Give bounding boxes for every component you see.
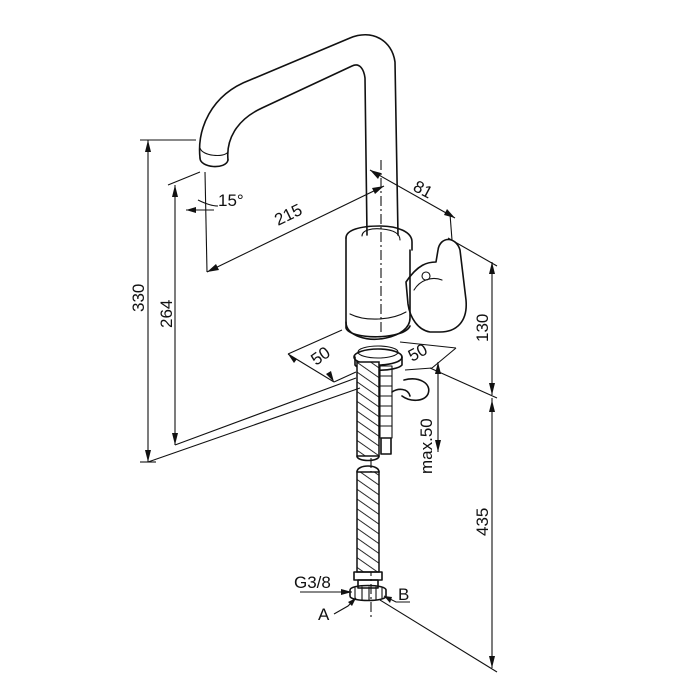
label-264: 264 <box>157 300 176 328</box>
label-215: 215 <box>271 200 305 230</box>
faucet-body <box>345 225 413 340</box>
dim-215 <box>206 185 385 273</box>
spout-drop-line <box>204 171 208 273</box>
label-50-left: 50 <box>307 343 333 369</box>
deck-plane <box>287 329 457 383</box>
label-130: 130 <box>473 314 492 342</box>
label-330: 330 <box>129 284 148 312</box>
hose-fitting <box>349 571 387 602</box>
lever-handle <box>405 238 467 333</box>
label-thread: G3/8 <box>294 573 331 592</box>
stud-nut <box>380 437 392 455</box>
base-line <box>147 387 361 463</box>
angle-marker <box>186 199 219 213</box>
fixing-clip <box>391 378 430 402</box>
flex-hose-lower <box>356 465 380 573</box>
flex-hose-upper <box>356 361 380 462</box>
label-50-right: 50 <box>405 340 431 366</box>
label-435: 435 <box>473 508 492 536</box>
dim-81 <box>369 169 456 241</box>
label-a: A <box>318 605 330 624</box>
callout-leaders <box>300 589 410 615</box>
dim-264 <box>167 171 201 445</box>
dim-max50 <box>435 362 441 452</box>
dim-330 <box>140 139 196 463</box>
dim-435 <box>379 398 498 673</box>
label-max50: max.50 <box>417 418 436 474</box>
label-angle: 15° <box>218 191 244 210</box>
dim-130 <box>429 237 498 399</box>
threaded-stud <box>379 365 393 439</box>
label-b: B <box>398 585 409 604</box>
faucet-spout <box>198 34 399 236</box>
label-81: 81 <box>410 177 436 203</box>
